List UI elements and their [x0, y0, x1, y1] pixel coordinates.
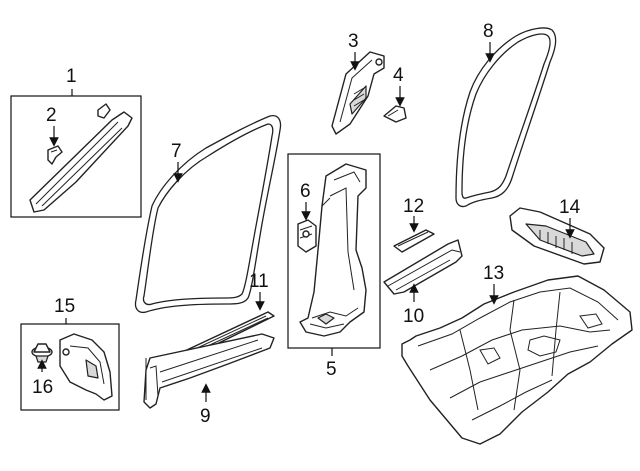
group-15-box	[20, 318, 120, 411]
part-10-rear-scuff-plate	[383, 239, 463, 295]
callout-2: 2	[46, 105, 57, 126]
cowl-side-trim	[59, 333, 113, 401]
callout-8: 8	[483, 21, 494, 42]
callout-12: 12	[403, 196, 424, 217]
callout-9: 9	[200, 406, 211, 427]
callout-13: 13	[483, 263, 504, 284]
callout-5: 5	[326, 359, 337, 380]
part-4-cap	[383, 105, 407, 123]
part-9-front-scuff-plate	[143, 333, 275, 409]
callout-10: 10	[403, 306, 424, 327]
group-1-box	[10, 89, 142, 218]
part-8-rear-door-seal	[455, 27, 557, 208]
group-5-box	[287, 153, 381, 356]
callout-16: 16	[32, 377, 53, 398]
part-13-floor-carpet	[401, 275, 633, 445]
callout-3: 3	[348, 31, 359, 52]
part-7-front-door-seal	[134, 114, 282, 314]
b-pillar-lower-trim	[299, 163, 367, 337]
part-12-insert	[393, 229, 435, 253]
callout-1: 1	[66, 66, 77, 87]
callout-7: 7	[171, 141, 182, 162]
callout-6: 6	[300, 181, 311, 202]
part-14-bracket	[509, 207, 605, 265]
callout-4: 4	[393, 65, 404, 86]
callout-14: 14	[559, 197, 581, 218]
callout-11: 11	[249, 271, 269, 292]
a-pillar-trim	[29, 103, 133, 213]
part-6-clip	[297, 219, 317, 253]
callout-15: 15	[54, 296, 75, 317]
part-16-push-clip	[31, 343, 53, 363]
part-2-clip	[47, 145, 63, 165]
part-3-pillar-upper-trim	[331, 51, 385, 135]
